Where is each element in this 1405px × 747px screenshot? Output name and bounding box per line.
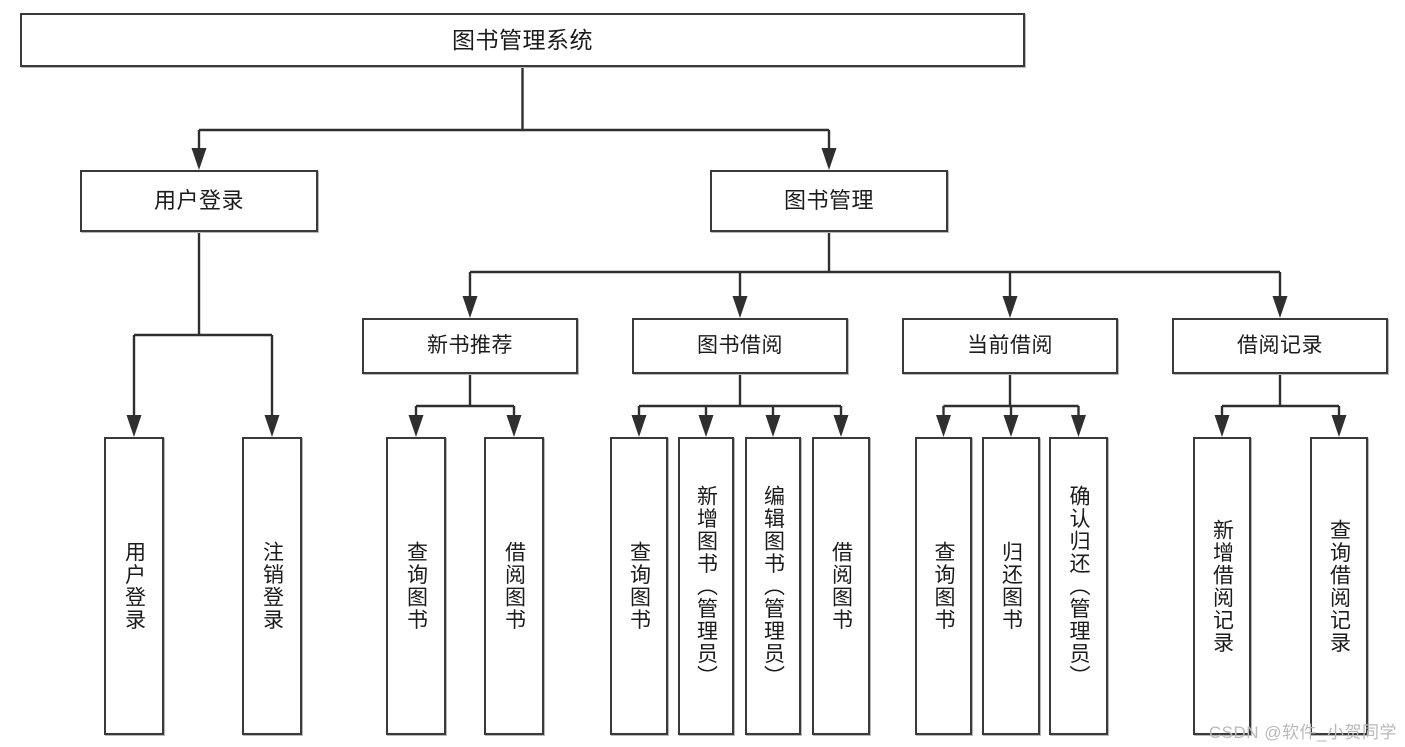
connector-arrow-leaf-bor-4 [833, 415, 849, 437]
node-box-bookmgmt[interactable]: 图书管理 [710, 170, 948, 232]
node-box-leaf-new-1[interactable]: 查询图书 [386, 437, 446, 735]
node-box-leaf-cur-3[interactable]: 确认归还（管理员） [1049, 437, 1108, 735]
node-box-leaf-rec-2[interactable]: 查询借阅记录 [1310, 437, 1368, 735]
connector-arrow-records [1272, 296, 1288, 318]
connector-arrow-bookmgmt [821, 148, 837, 170]
node-label-leaf-bor-3: 编辑图书（管理员） [761, 484, 785, 688]
node-label-leaf-bor-4: 借阅图书 [829, 541, 853, 631]
connector-group-login [126, 232, 280, 437]
connector-arrow-leaf-bor-3 [765, 415, 781, 437]
connector-arrow-leaf-cur-2 [1003, 415, 1019, 437]
connector-arrow-leaf-bor-1 [631, 415, 647, 437]
connector-arrow-login [191, 148, 207, 170]
connector-arrow-leaf-new-1 [408, 415, 424, 437]
node-box-login[interactable]: 用户登录 [80, 170, 318, 232]
connector-group-newbook [408, 374, 522, 437]
node-label-newbook: 新书推荐 [427, 333, 513, 357]
connector-arrow-leaf-rec-2 [1331, 415, 1347, 437]
connector-group-borrow [631, 374, 849, 437]
connector-arrow-leaf-bor-2 [698, 415, 714, 437]
node-box-newbook[interactable]: 新书推荐 [362, 318, 578, 374]
node-label-leaf-login-1: 用户登录 [122, 541, 146, 631]
node-label-leaf-bor-1: 查询图书 [627, 541, 651, 631]
connector-arrow-borrow [732, 296, 748, 318]
connector-arrow-leaf-cur-3 [1071, 415, 1086, 437]
node-box-leaf-bor-4[interactable]: 借阅图书 [812, 437, 870, 735]
node-box-leaf-rec-1[interactable]: 新增借阅记录 [1193, 437, 1251, 735]
node-box-leaf-bor-1[interactable]: 查询图书 [610, 437, 668, 735]
node-box-leaf-bor-3[interactable]: 编辑图书（管理员） [745, 437, 801, 735]
node-box-leaf-bor-2[interactable]: 新增图书（管理员） [678, 437, 734, 735]
connector-group-current [936, 374, 1086, 437]
node-box-leaf-cur-2[interactable]: 归还图书 [982, 437, 1040, 735]
node-box-leaf-new-2[interactable]: 借阅图书 [484, 437, 544, 735]
connector-group-root [191, 67, 837, 170]
node-box-borrow[interactable]: 图书借阅 [632, 318, 848, 374]
connector-group-bookmgmt [462, 232, 1288, 318]
node-label-leaf-cur-2: 归还图书 [999, 541, 1023, 631]
node-label-root: 图书管理系统 [452, 26, 593, 53]
node-box-root[interactable]: 图书管理系统 [20, 13, 1025, 67]
node-box-current[interactable]: 当前借阅 [902, 318, 1118, 374]
node-label-bookmgmt: 图书管理 [783, 188, 874, 214]
node-box-records[interactable]: 借阅记录 [1172, 318, 1388, 374]
connector-arrow-leaf-cur-1 [936, 415, 951, 437]
node-label-leaf-cur-1: 查询图书 [932, 541, 955, 631]
node-label-leaf-cur-3: 确认归还（管理员） [1067, 484, 1090, 688]
connector-arrow-leaf-login-2 [264, 415, 280, 437]
node-label-leaf-login-2: 注销登录 [260, 541, 284, 631]
node-box-leaf-login-2[interactable]: 注销登录 [242, 437, 302, 735]
node-box-leaf-login-1[interactable]: 用户登录 [104, 437, 164, 735]
node-label-borrow: 图书借阅 [697, 333, 783, 357]
node-label-leaf-rec-2: 查询借阅记录 [1327, 518, 1351, 654]
node-label-leaf-new-1: 查询图书 [404, 541, 428, 631]
connector-group-records [1214, 374, 1347, 437]
connector-arrow-leaf-login-1 [126, 415, 142, 437]
node-label-login: 用户登录 [153, 188, 244, 214]
node-label-leaf-bor-2: 新增图书（管理员） [694, 484, 718, 688]
node-label-leaf-new-2: 借阅图书 [502, 541, 526, 631]
connector-arrow-leaf-new-2 [506, 415, 522, 437]
node-box-leaf-cur-1[interactable]: 查询图书 [915, 437, 972, 735]
connector-arrow-leaf-rec-1 [1214, 415, 1230, 437]
node-label-leaf-rec-1: 新增借阅记录 [1210, 518, 1234, 654]
connector-arrow-current [1002, 296, 1018, 318]
node-label-current: 当前借阅 [967, 333, 1053, 357]
node-label-records: 借阅记录 [1237, 333, 1323, 357]
connector-arrow-newbook [462, 296, 478, 318]
